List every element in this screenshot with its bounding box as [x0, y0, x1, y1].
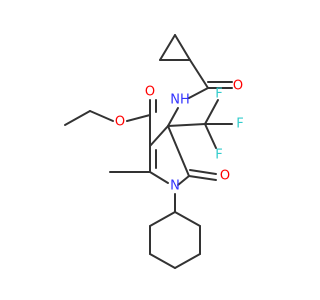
cyclohexyl-bond-3	[174, 253, 201, 269]
ester-carbonyl-oxygen-label: O	[145, 85, 155, 100]
molecule-structure: O NH O O F F F O N	[64, 34, 244, 269]
ester-carbon-to-oxygen-bond	[126, 114, 151, 122]
cyclohexyl-bond-1	[174, 211, 201, 227]
c4-to-cf3-bond	[167, 123, 206, 127]
fluorine-3-label: F	[215, 148, 222, 163]
ring-carbonyl-double-bond-b	[189, 169, 217, 175]
carbonyl-to-nh-bond	[188, 87, 209, 99]
fluorine-1-label: F	[215, 87, 222, 102]
ring-n-c2-bond	[149, 171, 169, 184]
cyclopropyl-to-carbonyl-bond	[189, 59, 209, 89]
ring-carbonyl-oxygen-label: O	[220, 169, 230, 184]
cf3-f3-bond	[204, 123, 217, 149]
cyclopropyl-bond-3	[174, 34, 191, 61]
cyclopropyl-bond-2	[159, 34, 176, 61]
nh-to-c4-bond	[167, 107, 179, 127]
ring-carbonyl-double-bond-a	[188, 175, 217, 181]
ethyl-ch2-ch3-bond	[64, 110, 91, 126]
cyclohexyl-bond-4	[149, 253, 176, 269]
cyclohexyl-bond-6	[149, 211, 176, 227]
ketone-oxygen-label: O	[233, 79, 243, 94]
cf3-f1-bond	[204, 99, 219, 125]
ring-c3-c4-bond	[149, 125, 169, 147]
amide-nh-label: NH	[170, 93, 190, 108]
fluorine-2-label: F	[236, 117, 243, 132]
ring-c5-n-bond	[177, 175, 190, 186]
oxygen-to-ethyl-ch2-bond	[89, 110, 114, 122]
ester-ether-oxygen-label: O	[115, 115, 125, 130]
ring-c4-c5-bond	[167, 125, 190, 177]
ring-nitrogen-label: N	[170, 179, 180, 194]
